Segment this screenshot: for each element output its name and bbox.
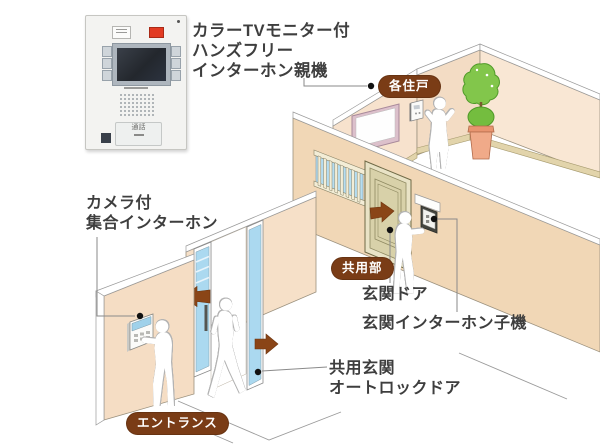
master-unit-label-line3: インターホン親機 bbox=[192, 62, 328, 80]
collective-intercom-label: カメラ付 集合インターホン bbox=[86, 194, 218, 234]
device-alert-button bbox=[149, 27, 164, 38]
auto-lock-door-label: 共用玄関 オートロックドア bbox=[329, 359, 461, 399]
badge-common-area: 共用部 bbox=[331, 257, 394, 280]
auto-lock-door-label-line1: 共用玄関 bbox=[329, 360, 396, 377]
master-unit-label-line1: カラーTVモニター付 bbox=[192, 22, 351, 40]
badge-dwelling: 各住戸 bbox=[378, 75, 441, 98]
auto-lock-door-left bbox=[193, 241, 212, 378]
collective-intercom-label-line1: カメラ付 bbox=[86, 195, 153, 212]
device-screen bbox=[117, 48, 166, 81]
auto-lock-door-right bbox=[246, 219, 264, 391]
device-sensor bbox=[101, 133, 111, 143]
collective-intercom-label-line2: 集合インターホン bbox=[86, 215, 219, 232]
door-nameplate bbox=[414, 193, 441, 213]
master-unit-label-line2: ハンズフリー bbox=[192, 42, 294, 60]
potted-plant bbox=[462, 63, 500, 160]
device-monitor-button bbox=[112, 26, 131, 39]
device-screen-bezel bbox=[112, 43, 171, 86]
exit-direction-arrow-icon bbox=[254, 333, 279, 355]
device-led bbox=[177, 20, 180, 23]
room-intercom-unit bbox=[409, 99, 424, 122]
door-station-label: 玄関インターホン子機 bbox=[362, 315, 528, 332]
picture-frame bbox=[351, 103, 400, 154]
device-talk-button: 通話 bbox=[115, 122, 162, 146]
device-speaker-grille bbox=[119, 93, 156, 117]
device-talk-label: 通話 bbox=[131, 124, 146, 131]
lattice-window bbox=[313, 149, 366, 207]
device-brand-mark bbox=[124, 87, 148, 89]
entrance-door-label: 玄関ドア bbox=[362, 286, 429, 303]
master-intercom-device-photo: 通話 bbox=[85, 15, 187, 150]
door-direction-arrow-icon bbox=[369, 201, 395, 223]
auto-lock-door-label-line2: オートロックドア bbox=[329, 380, 462, 397]
entrance-area bbox=[95, 190, 317, 426]
common-area-wall bbox=[292, 111, 600, 353]
door-station-unit bbox=[420, 205, 438, 234]
master-unit-label: カラーTVモニター付 ハンズフリー インターホン親機 bbox=[192, 21, 350, 81]
badge-entrance: エントランス bbox=[126, 412, 229, 435]
